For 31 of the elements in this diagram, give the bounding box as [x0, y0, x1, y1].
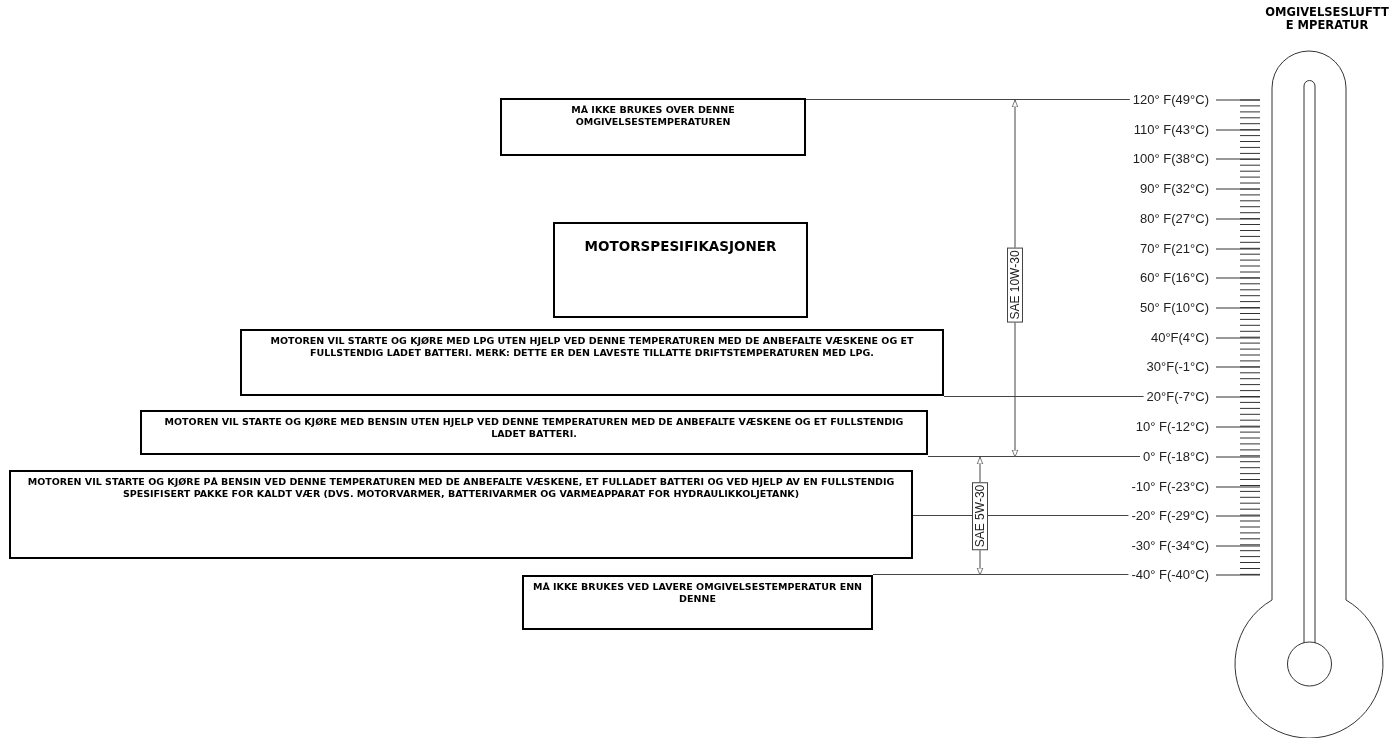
leader-line [872, 574, 1129, 575]
temperature-label: 60° F(16°C) [1139, 270, 1210, 285]
temperature-label: 40°F(4°C) [1149, 330, 1210, 345]
leader-line [805, 99, 1131, 100]
temperature-label: 0° F(-18°C) [1142, 449, 1210, 464]
temperature-label: 30°F(-1°C) [1145, 359, 1210, 374]
heading-box: MOTORSPESIFIKASJONER [553, 222, 808, 318]
leader-line [912, 515, 1129, 516]
oil-grade-label: SAE 5W-30 [972, 481, 988, 551]
temperature-label: 90° F(32°C) [1139, 181, 1210, 196]
note-box: MOTOREN VIL STARTE OG KJØRE PÅ BENSIN VED DENNE TEMPERATUREN MED DE ANBEFALTE VÆSKENE, ET FULLADET BATTERI OG VED HJELP AV EN FULLSTENDIG SPESIFISERT PAKKE FOR KALDT VÆR (DVS. MOTORVARMER, BATTERIVARMER OG VARMEAPPARAT FOR HYDRAULIKKOLJETANK) [9, 470, 913, 559]
temperature-label: 120° F(49°C) [1131, 92, 1210, 107]
temperature-label: -20° F(-29°C) [1130, 508, 1210, 523]
temperature-label: 20°F(-7°C) [1145, 389, 1210, 404]
temperature-label: 10° F(-12°C) [1134, 419, 1210, 434]
oil-grade-label: SAE 10W-30 [1007, 247, 1023, 323]
temperature-label: 50° F(10°C) [1139, 300, 1210, 315]
leader-line [943, 396, 1145, 397]
note-box: MÅ IKKE BRUKES OVER DENNE OMGIVELSESTEMPERATUREN [500, 98, 806, 156]
thermometer-heading: OMGIVELSESLUFTTE MPERATUR [1264, 6, 1390, 32]
temperature-label: 80° F(27°C) [1139, 211, 1210, 226]
note-box: MOTOREN VIL STARTE OG KJØRE MED LPG UTEN HJELP VED DENNE TEMPERATUREN MED DE ANBEFALTE VÆSKENE OG ET FULLSTENDIG LADET BATTERI. MERK: DETTE ER DEN LAVESTE TILLATTE DRIFTSTEMPERATUREN MED LPG. [240, 329, 944, 396]
temperature-label: -40° F(-40°C) [1130, 567, 1210, 582]
note-box: MÅ IKKE BRUKES VED LAVERE OMGIVELSESTEMPERATUR ENN DENNE [522, 575, 873, 630]
temperature-label: 70° F(21°C) [1139, 241, 1210, 256]
temperature-label: -10° F(-23°C) [1130, 479, 1210, 494]
temperature-label: 100° F(38°C) [1131, 151, 1210, 166]
temperature-label: -30° F(-34°C) [1130, 538, 1210, 553]
leader-line [927, 456, 1141, 457]
note-box: MOTOREN VIL STARTE OG KJØRE MED BENSIN UTEN HJELP VED DENNE TEMPERATUREN MED DE ANBEFALTE VÆSKENE OG ET FULLSTENDIG LADET BATTERI. [140, 410, 928, 455]
temperature-label: 110° F(43°C) [1132, 122, 1210, 137]
